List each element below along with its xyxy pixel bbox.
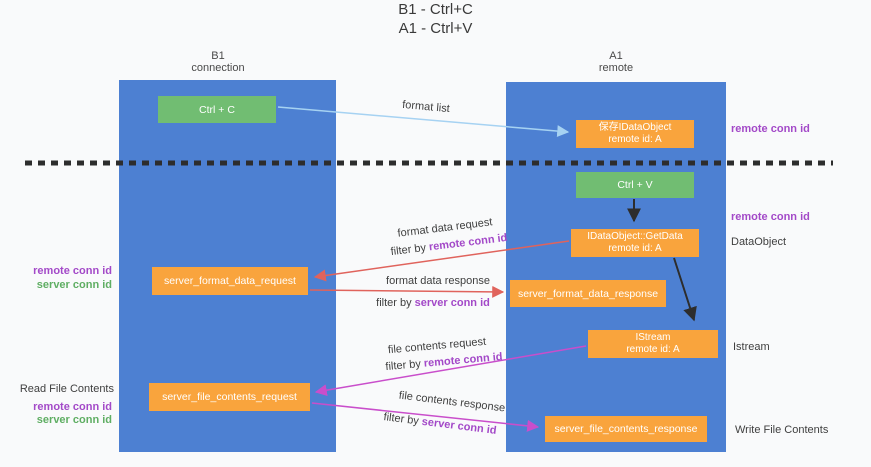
lane-b1-name: B1 [211,50,225,62]
lane-a1-role: remote [598,62,634,74]
lane-b1-role: connection [191,62,245,74]
save-idataobject-line1: 保存IDataObject [598,122,672,133]
remote-conn-id-text: remote conn id [428,231,508,254]
server-conn-id-text: server conn id [421,415,498,437]
filter-by-text: filter by [390,241,430,259]
ctrl-v-label: Ctrl + V [617,179,653,191]
filter-by-text: filter by [382,411,423,428]
istream-box: IStream remote id: A [588,330,718,358]
left-remote-conn-id-format-label: remote conn id [33,265,112,277]
format-list-label: format list [401,98,451,116]
server-format-data-response-label: server_format_data_response [517,287,659,300]
remote-conn-id-text: remote conn id [423,350,503,370]
left-server-conn-id-file-label: server conn id [36,414,112,426]
server-format-data-response-box: server_format_data_response [510,280,666,307]
server-file-contents-response-box: server_file_contents_response [545,416,707,442]
istream-line1: IStream [635,332,671,343]
ctrl-c-label: Ctrl + C [199,103,235,116]
format-data-response-label: format data response [386,275,490,287]
lane-header-a1: A1 remote [566,50,666,74]
format-data-response-filter-label: filter by server conn id [373,297,493,309]
save-idataobject-line2: remote id: A [608,134,662,145]
dataobject-label: DataObject [731,236,787,248]
server-format-data-request-label: server_format_data_request [164,275,296,287]
filter-by-text: filter by [376,297,415,309]
file-contents-response-filter-label: filter by server conn id [375,410,505,438]
left-server-conn-id-format-label: server conn id [36,279,112,291]
server-format-data-request-box: server_format_data_request [152,267,308,295]
idataobject-getdata-line2: remote id: A [608,243,662,254]
title-line-1: B1 - Ctrl+C [398,1,473,18]
server-conn-id-text: server conn id [414,297,490,309]
server-file-contents-response-label: server_file_contents_response [554,423,698,435]
idataobject-getdata-box: IDataObject::GetData remote id: A [571,229,699,257]
write-file-contents-label: Write File Contents [735,424,829,436]
server-file-contents-request-label: server_file_contents_request [162,391,297,403]
read-file-contents-label: Read File Contents [19,383,114,395]
left-remote-conn-id-file-label: remote conn id [33,401,112,413]
title-line-2: A1 - Ctrl+V [398,20,473,37]
lane-header-b1: B1 connection [168,50,268,74]
filter-by-text: filter by [385,357,425,374]
ctrl-v-box: Ctrl + V [576,172,694,198]
idataobject-getdata-line1: IDataObject::GetData [587,231,683,242]
lane-a1-name: A1 [609,50,623,62]
istream-line2: remote id: A [626,344,680,355]
istream-side-label: Istream [733,341,770,353]
file-contents-response-label: file contents response [398,389,506,415]
right-remote-conn-id-top-label: remote conn id [731,123,810,135]
diagram-title: B1 - Ctrl+C A1 - Ctrl+V [0,0,871,38]
server-file-contents-request-box: server_file_contents_request [149,383,310,411]
format-data-response-arrow [309,285,505,298]
save-idataobject-box: 保存IDataObject remote id: A [576,120,694,148]
right-remote-conn-id-dataobject-label: remote conn id [731,211,810,223]
ctrl-c-box: Ctrl + C [158,96,276,123]
